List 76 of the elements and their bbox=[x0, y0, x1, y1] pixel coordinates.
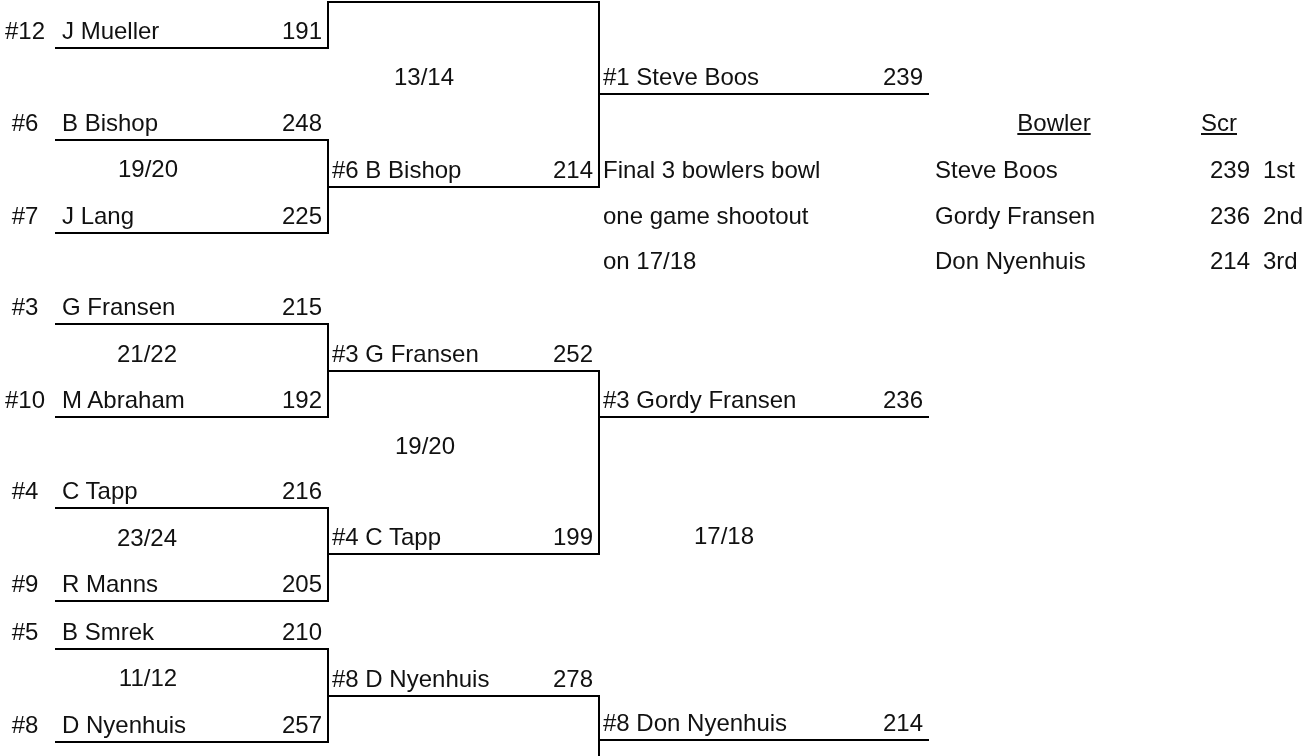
score: 257 bbox=[281, 711, 322, 739]
column-header: Bowler bbox=[1017, 109, 1091, 137]
bracket-connector bbox=[327, 323, 329, 372]
seed-number: #12 bbox=[3, 17, 46, 45]
place: 3rd bbox=[1263, 247, 1298, 275]
bracket-connector bbox=[327, 1, 329, 49]
player-name: B Smrek bbox=[62, 618, 154, 646]
place: 2nd bbox=[1263, 202, 1304, 230]
seed-number: #8 bbox=[10, 711, 40, 739]
score: 216 bbox=[281, 477, 322, 505]
player-name: #4 C Tapp bbox=[332, 523, 441, 551]
lane-number: 21/22 bbox=[116, 340, 178, 368]
player-name: G Fransen bbox=[62, 293, 176, 321]
seed-number: #3 bbox=[10, 293, 40, 321]
lane-number: 17/18 bbox=[693, 522, 755, 550]
place: 1st bbox=[1263, 156, 1295, 184]
bracket-connector bbox=[598, 1, 600, 95]
score: 191 bbox=[281, 17, 322, 45]
score: 214 bbox=[1209, 247, 1250, 275]
player-name: #6 B Bishop bbox=[332, 156, 462, 184]
bracket-connector bbox=[327, 648, 329, 697]
player-name: J Lang bbox=[62, 202, 135, 230]
seed-number: #9 bbox=[10, 570, 40, 598]
bracket-connector bbox=[598, 93, 600, 188]
bracket-connector bbox=[327, 695, 329, 743]
player-name: #8 D Nyenhuis bbox=[332, 665, 490, 693]
score: 199 bbox=[552, 523, 593, 551]
bracket-connector bbox=[598, 416, 600, 555]
score: 252 bbox=[552, 340, 593, 368]
score: 236 bbox=[882, 386, 923, 414]
bracket-line bbox=[328, 1, 599, 3]
lane-number: 19/20 bbox=[394, 432, 456, 460]
lane-number: 19/20 bbox=[117, 155, 179, 183]
score: 214 bbox=[882, 709, 923, 737]
player-name: R Manns bbox=[62, 570, 159, 598]
seed-number: #7 bbox=[10, 202, 40, 230]
bracket-connector bbox=[327, 553, 329, 602]
lane-number: 13/14 bbox=[393, 63, 455, 91]
seed-number: #10 bbox=[3, 386, 46, 414]
player-name: J Mueller bbox=[62, 17, 160, 45]
column-header: Scr bbox=[1201, 109, 1237, 137]
player-name: #3 Gordy Fransen bbox=[603, 386, 797, 414]
player-name: B Bishop bbox=[62, 109, 159, 137]
score: 215 bbox=[281, 293, 322, 321]
player-name: #8 Don Nyenhuis bbox=[603, 709, 788, 737]
bracket-connector bbox=[598, 739, 600, 756]
seed-number: #6 bbox=[10, 109, 40, 137]
lane-number: 11/12 bbox=[118, 664, 178, 692]
score: 248 bbox=[281, 109, 322, 137]
player-name: D Nyenhuis bbox=[62, 711, 187, 739]
player-name: #3 G Fransen bbox=[332, 340, 479, 368]
lane-number: 23/24 bbox=[116, 524, 178, 552]
player-name: C Tapp bbox=[62, 477, 138, 505]
bracket-connector bbox=[327, 370, 329, 418]
player-name: M Abraham bbox=[62, 386, 185, 414]
seed-number: #5 bbox=[10, 618, 40, 646]
bracket-connector bbox=[327, 507, 329, 555]
score: 236 bbox=[1209, 202, 1250, 230]
score: 210 bbox=[281, 618, 322, 646]
score: 278 bbox=[552, 665, 593, 693]
bowler-name: Gordy Fransen bbox=[935, 202, 1096, 230]
seed-number: #4 bbox=[10, 477, 40, 505]
score: 239 bbox=[882, 63, 923, 91]
bowler-name: Don Nyenhuis bbox=[935, 247, 1086, 275]
bracket-connector bbox=[598, 370, 600, 418]
bracket-connector bbox=[327, 186, 329, 234]
note-text: Final 3 bowlers bowl one game shootout on 17/18 bbox=[603, 155, 822, 277]
bracket-connector bbox=[327, 139, 329, 188]
bowler-name: Steve Boos bbox=[935, 156, 1058, 184]
score: 192 bbox=[281, 386, 322, 414]
score: 239 bbox=[1209, 156, 1250, 184]
score: 225 bbox=[281, 202, 322, 230]
score: 214 bbox=[552, 156, 593, 184]
bracket-connector bbox=[598, 695, 600, 741]
score: 205 bbox=[281, 570, 322, 598]
player-name: #1 Steve Boos bbox=[603, 63, 760, 91]
